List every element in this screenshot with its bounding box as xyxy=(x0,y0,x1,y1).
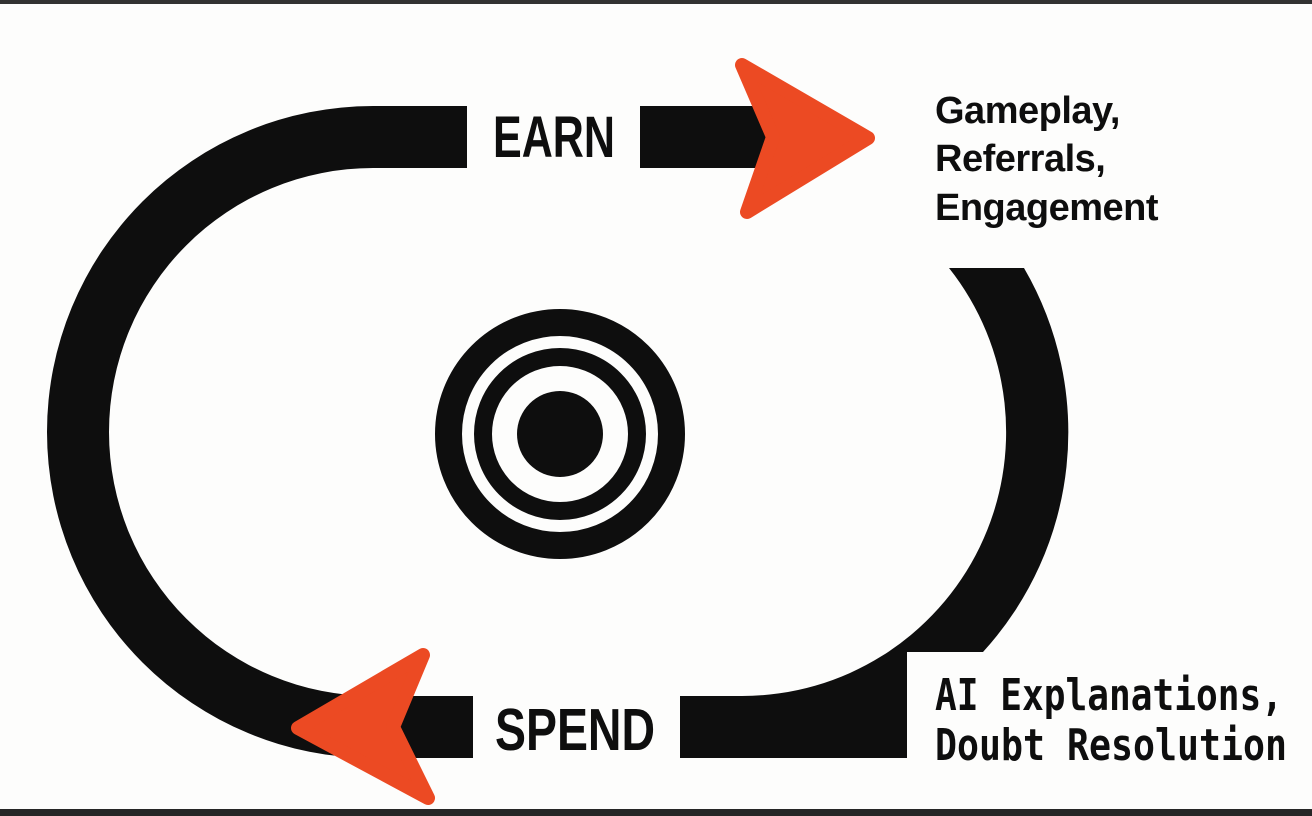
earn-sources-line: Referrals, xyxy=(935,138,1105,180)
loop-top-segment xyxy=(640,106,781,168)
earn-sources-line: Gameplay, xyxy=(935,90,1120,132)
arrow-left-icon xyxy=(291,648,435,805)
target-outer-ring xyxy=(435,309,685,559)
target-center-dot xyxy=(517,391,603,477)
spend-uses-line: AI Explanations, xyxy=(935,670,1283,721)
earn-label: EARN xyxy=(493,105,615,170)
earn-sources-line: Engagement xyxy=(935,187,1159,229)
bottom-edge-rule xyxy=(0,809,1312,816)
spend-label: SPEND xyxy=(495,697,655,763)
loop-left-arc xyxy=(47,106,473,758)
spend-uses-line: Doubt Resolution xyxy=(935,720,1287,771)
spend-uses-text: AI Explanations, Doubt Resolution xyxy=(935,670,1287,771)
earn-sources-text: Gameplay, Referrals, Engagement xyxy=(935,90,1159,229)
target-middle-ring xyxy=(474,348,646,520)
arrow-right-icon xyxy=(735,58,875,219)
top-edge-rule xyxy=(0,0,1312,4)
coin-target-icon xyxy=(435,309,685,559)
loop-right-arc xyxy=(680,268,1069,758)
